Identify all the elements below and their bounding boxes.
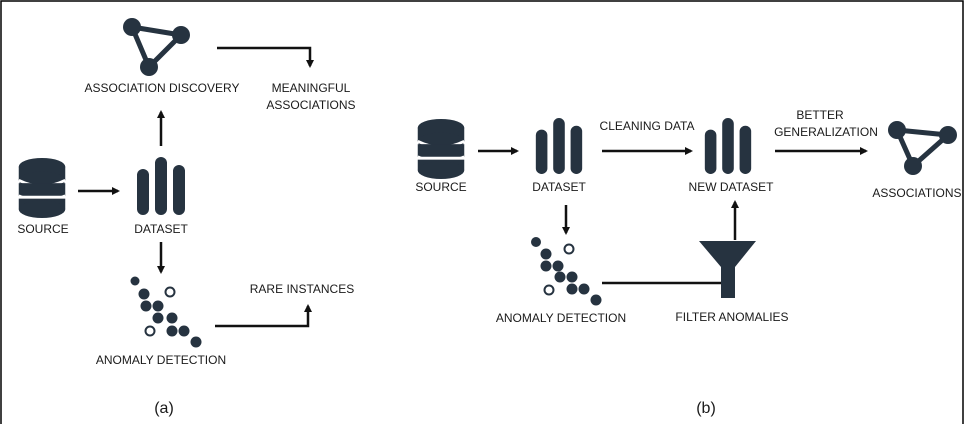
anomaly-dots-icon — [130, 276, 202, 348]
better-label-2: GENERALIZATION — [774, 125, 878, 139]
association-discovery-label: ASSOCIATION DISCOVERY — [85, 81, 240, 95]
source-label: SOURCE — [17, 222, 68, 236]
new-dataset-label: NEW DATASET — [689, 180, 775, 194]
cleaning-data-label: CLEANING DATA — [600, 119, 695, 133]
network-icon — [123, 18, 190, 76]
caption-a: (a) — [154, 400, 174, 417]
database-icon — [17, 157, 67, 219]
anomaly-dots-icon — [531, 237, 602, 306]
new-dataset-bars-icon — [704, 118, 752, 174]
dataset-label: DATASET — [134, 222, 188, 236]
filter-anomalies-label: FILTER ANOMALIES — [675, 310, 788, 324]
arrow-to-meaningful — [217, 46, 314, 68]
anomaly-detection-label: ANOMALY DETECTION — [496, 311, 626, 325]
caption-b: (b) — [696, 400, 716, 417]
database-icon — [416, 118, 466, 180]
dataset-bars-icon — [137, 157, 185, 215]
rare-instances-label: RARE INSTANCES — [250, 282, 354, 296]
panel-a: ASSOCIATION DISCOVERY MEANINGFUL ASSOCIA… — [17, 18, 356, 417]
arrow-to-rare — [215, 304, 312, 328]
better-label-1: BETTER — [796, 108, 844, 122]
anomaly-detection-label: ANOMALY DETECTION — [96, 353, 226, 367]
funnel-icon — [699, 241, 756, 298]
network-icon — [888, 121, 957, 175]
meaningful-label-2: ASSOCIATIONS — [266, 98, 355, 112]
dataset-bars-icon — [535, 118, 583, 174]
dataset-label: DATASET — [532, 180, 586, 194]
meaningful-label-1: MEANINGFUL — [272, 81, 351, 95]
source-label: SOURCE — [415, 180, 466, 194]
associations-label: ASSOCIATIONS — [872, 186, 961, 200]
panel-b: SOURCE DATASET CLEANING DATA NEW DATASET… — [415, 108, 961, 417]
